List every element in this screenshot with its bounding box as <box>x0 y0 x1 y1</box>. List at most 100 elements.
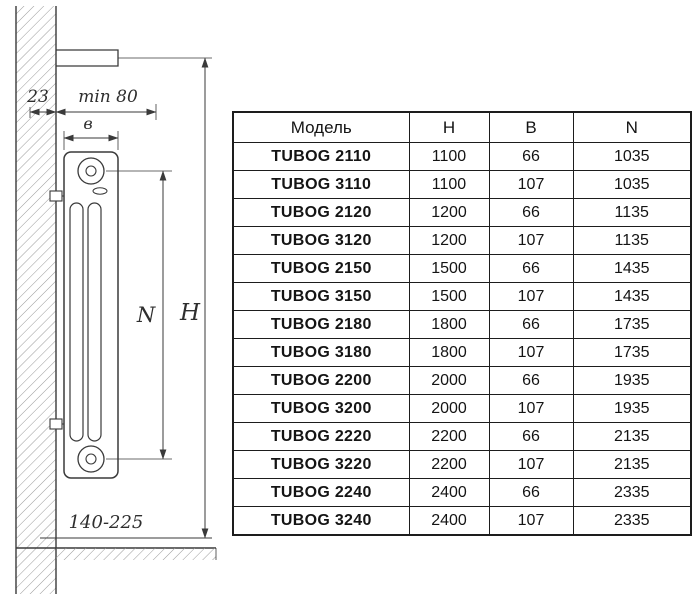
cell-b: 107 <box>488 338 574 367</box>
cell-model: TUBOG 3200 <box>232 394 410 423</box>
cell-h: 2200 <box>408 422 490 451</box>
wall <box>15 6 57 594</box>
cell-model: TUBOG 3120 <box>232 226 410 255</box>
cell-h: 1100 <box>408 142 490 171</box>
cell-n: 2335 <box>572 478 692 507</box>
cell-b: 107 <box>488 506 574 536</box>
dimension-b: в <box>63 114 119 150</box>
dimension-floor-clearance: 140-225 <box>40 512 212 539</box>
dimension-23: 23 <box>26 87 57 118</box>
cell-b: 66 <box>488 310 574 339</box>
min80-label: min 80 <box>78 87 138 107</box>
cell-h: 2000 <box>408 366 490 395</box>
floor-clearance-label: 140-225 <box>69 512 144 533</box>
col-header-model: Модель <box>232 111 410 143</box>
cell-b: 66 <box>488 366 574 395</box>
cell-h: 2200 <box>408 450 490 479</box>
radiator-body <box>63 151 119 479</box>
b-label: в <box>83 114 92 133</box>
cell-model: TUBOG 3150 <box>232 282 410 311</box>
cell-n: 2135 <box>572 422 692 451</box>
mounting-bracket <box>56 49 212 67</box>
cell-model: TUBOG 2240 <box>232 478 410 507</box>
cell-b: 66 <box>488 254 574 283</box>
cell-b: 66 <box>488 142 574 171</box>
cell-model: TUBOG 3110 <box>232 170 410 199</box>
tube-slot <box>87 202 102 442</box>
h-label: H <box>179 300 201 326</box>
wall-hook-bottom <box>49 418 64 430</box>
cell-h: 1500 <box>408 282 490 311</box>
cell-b: 66 <box>488 422 574 451</box>
cell-model: TUBOG 2110 <box>232 142 410 171</box>
cell-b: 107 <box>488 170 574 199</box>
cell-n: 2135 <box>572 450 692 479</box>
offset-23-label: 23 <box>26 87 49 107</box>
col-header-b: В <box>488 111 574 143</box>
cell-h: 2000 <box>408 394 490 423</box>
cell-n: 1035 <box>572 142 692 171</box>
cell-model: TUBOG 2220 <box>232 422 410 451</box>
cell-h: 1500 <box>408 254 490 283</box>
cell-model: TUBOG 3220 <box>232 450 410 479</box>
cell-n: 1135 <box>572 198 692 227</box>
spec-table-header: Модель Н В N <box>232 111 692 143</box>
cell-model: TUBOG 2120 <box>232 198 410 227</box>
floor <box>16 547 217 560</box>
dimension-h: H <box>179 57 209 539</box>
cell-b: 66 <box>488 198 574 227</box>
cell-h: 1100 <box>408 170 490 199</box>
header-row: Модель Н В N <box>232 111 692 143</box>
dimension-n: N <box>106 170 172 460</box>
n-label: N <box>136 303 156 327</box>
cell-model: TUBOG 2200 <box>232 366 410 395</box>
cell-n: 1435 <box>572 282 692 311</box>
cell-b: 66 <box>488 478 574 507</box>
air-vent <box>92 187 108 195</box>
cell-b: 107 <box>488 282 574 311</box>
cell-n: 1935 <box>572 394 692 423</box>
cell-n: 1935 <box>572 366 692 395</box>
cell-model: TUBOG 3240 <box>232 506 410 536</box>
cell-n: 2335 <box>572 506 692 536</box>
cell-h: 1200 <box>408 198 490 227</box>
cell-n: 1135 <box>572 226 692 255</box>
cell-h: 1800 <box>408 310 490 339</box>
cell-b: 107 <box>488 450 574 479</box>
dimension-min80: min 80 <box>55 87 157 120</box>
cell-n: 1735 <box>572 310 692 339</box>
cell-n: 1035 <box>572 170 692 199</box>
cell-model: TUBOG 2180 <box>232 310 410 339</box>
tube-slot <box>69 202 84 442</box>
cell-model: TUBOG 2150 <box>232 254 410 283</box>
radiator-diagram: 23 min 80 в N H 140- <box>15 6 217 594</box>
cell-n: 1735 <box>572 338 692 367</box>
cell-b: 107 <box>488 226 574 255</box>
col-header-h: Н <box>408 111 490 143</box>
cell-h: 1200 <box>408 226 490 255</box>
cell-h: 2400 <box>408 506 490 536</box>
wall-hook-top <box>49 190 64 202</box>
cell-b: 107 <box>488 394 574 423</box>
col-header-n: N <box>572 111 692 143</box>
cell-n: 1435 <box>572 254 692 283</box>
cell-model: TUBOG 3180 <box>232 338 410 367</box>
cell-h: 2400 <box>408 478 490 507</box>
